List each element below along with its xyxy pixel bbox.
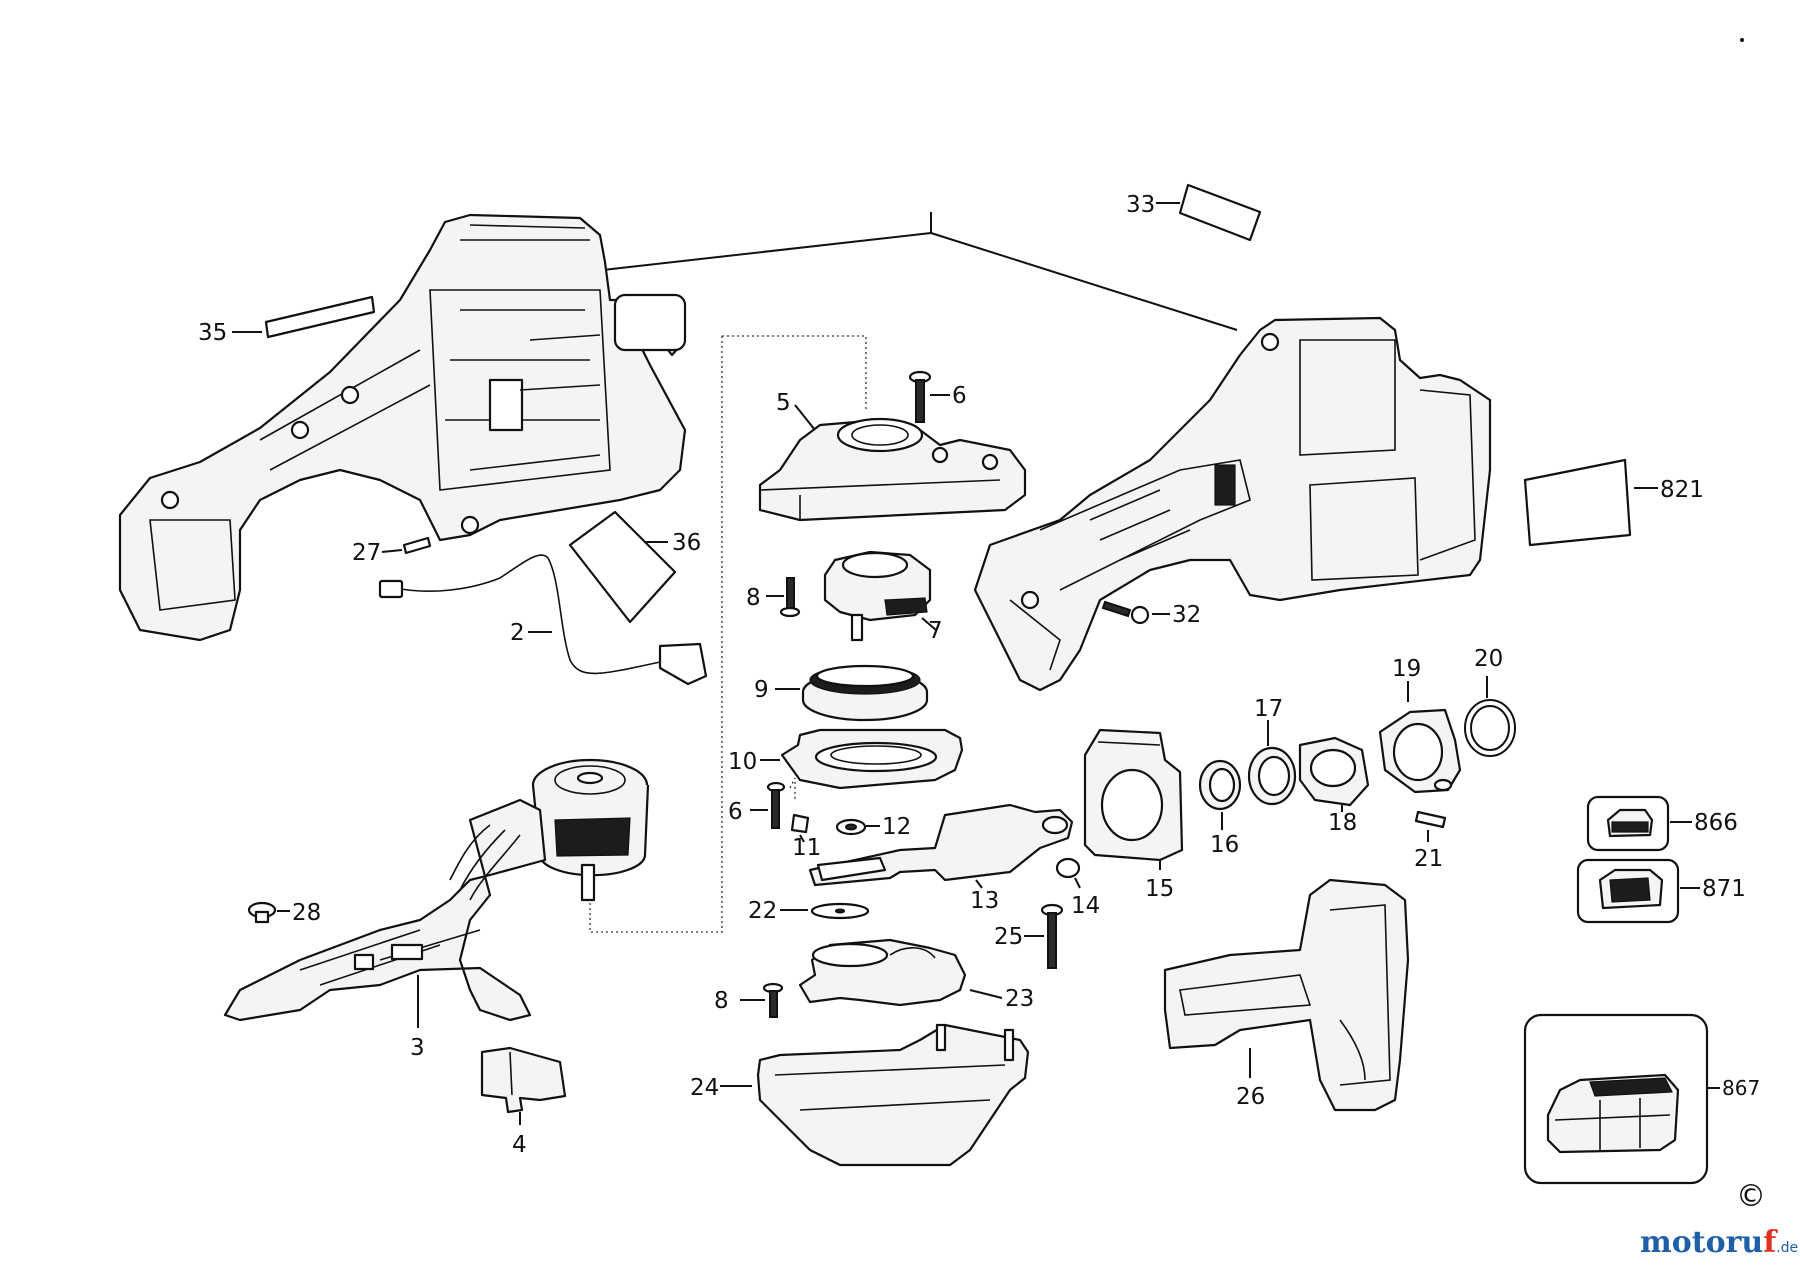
callout-821: 821	[1523, 458, 1704, 547]
callout-35: 35	[198, 295, 376, 346]
housing-right-half	[973, 316, 1492, 692]
callout-13: 13	[808, 803, 1074, 914]
label-821: 821	[1660, 477, 1704, 503]
callout-25: 25	[994, 903, 1064, 969]
callout-18: 18	[1298, 736, 1370, 836]
svg-text:motoruf.de: motoruf.de	[1640, 1225, 1798, 1260]
label-25: 25	[994, 924, 1023, 950]
brand-name-a: motoru	[1640, 1225, 1763, 1260]
label-23: 23	[1005, 986, 1034, 1012]
label-20: 20	[1474, 646, 1503, 672]
label-24: 24	[690, 1075, 719, 1101]
label-10: 10	[728, 749, 757, 775]
callout-9: 9	[754, 664, 929, 722]
label-8-top: 8	[746, 585, 761, 611]
callout-4: 4	[480, 1046, 567, 1158]
label-2: 2	[510, 620, 525, 646]
label-866: 866	[1694, 810, 1738, 836]
label-26: 26	[1236, 1084, 1265, 1110]
callout-14: 14	[1055, 857, 1100, 919]
label-4: 4	[512, 1132, 527, 1158]
callout-7: 7	[823, 550, 943, 644]
callout-32: 32	[1101, 600, 1201, 628]
callout-17: 17	[1247, 696, 1297, 806]
label-28: 28	[292, 900, 321, 926]
callout-15: 15	[1083, 728, 1184, 902]
brand-watermark: motoruf.de	[1640, 1225, 1798, 1260]
assembly-dotted-line	[589, 335, 867, 933]
callout-21: 21	[1414, 810, 1447, 872]
callout-11: 11	[790, 813, 821, 861]
label-6-lower: 6	[728, 799, 743, 825]
label-18: 18	[1328, 810, 1357, 836]
dot-mark	[1740, 38, 1744, 42]
label-19: 19	[1392, 656, 1421, 682]
label-16: 16	[1210, 832, 1239, 858]
callout-866: 866	[1586, 795, 1738, 852]
label-14: 14	[1071, 893, 1100, 919]
label-12: 12	[882, 814, 911, 840]
label-867: 867	[1722, 1076, 1760, 1100]
callout-12: 12	[835, 814, 911, 840]
leader-1	[602, 212, 1238, 331]
callout-871: 871	[1576, 858, 1746, 924]
callout-10: 10	[728, 728, 964, 790]
callout-22: 22	[748, 898, 870, 924]
callout-24: 24	[690, 1023, 1030, 1167]
label-22: 22	[748, 898, 777, 924]
label-33: 33	[1126, 192, 1155, 218]
label-7: 7	[928, 618, 943, 644]
callout-20: 20	[1464, 646, 1516, 757]
label-3: 3	[410, 1035, 425, 1061]
label-35: 35	[198, 320, 227, 346]
label-32: 32	[1172, 602, 1201, 628]
brand-name-b: f	[1763, 1225, 1778, 1260]
label-6-top: 6	[952, 383, 967, 409]
label-17: 17	[1254, 696, 1283, 722]
label-871: 871	[1702, 876, 1746, 902]
callout-16: 16	[1198, 759, 1242, 858]
label-13: 13	[970, 888, 999, 914]
callout-6-top: 6	[908, 370, 967, 423]
callout-26: 26	[1163, 878, 1410, 1112]
callout-19: 19	[1378, 656, 1462, 794]
callout-5: 5	[758, 390, 1027, 522]
callout-3: 3	[223, 758, 650, 1061]
brand-suffix: .de	[1776, 1240, 1798, 1256]
callout-36: 36	[568, 510, 701, 624]
copyright-mark: ©	[1736, 1179, 1766, 1214]
callout-23: 23	[798, 938, 1034, 1012]
callout-8-top: 8	[746, 577, 801, 618]
label-8-lower: 8	[714, 988, 729, 1014]
callout-33: 33	[1126, 183, 1262, 242]
label-11: 11	[792, 835, 821, 861]
housing-left-half	[118, 213, 687, 642]
callout-27: 27	[352, 536, 432, 566]
callout-6-lower: 6	[728, 781, 786, 829]
callout-28: 28	[247, 900, 321, 926]
label-15: 15	[1145, 876, 1174, 902]
label-27: 27	[352, 540, 381, 566]
label-21: 21	[1414, 846, 1443, 872]
callout-8-lower: 8	[714, 982, 784, 1018]
callout-2: 2	[378, 554, 708, 686]
callout-867: 867	[1523, 1013, 1760, 1185]
label-9: 9	[754, 677, 769, 703]
label-5: 5	[776, 390, 791, 416]
label-36: 36	[672, 530, 701, 556]
